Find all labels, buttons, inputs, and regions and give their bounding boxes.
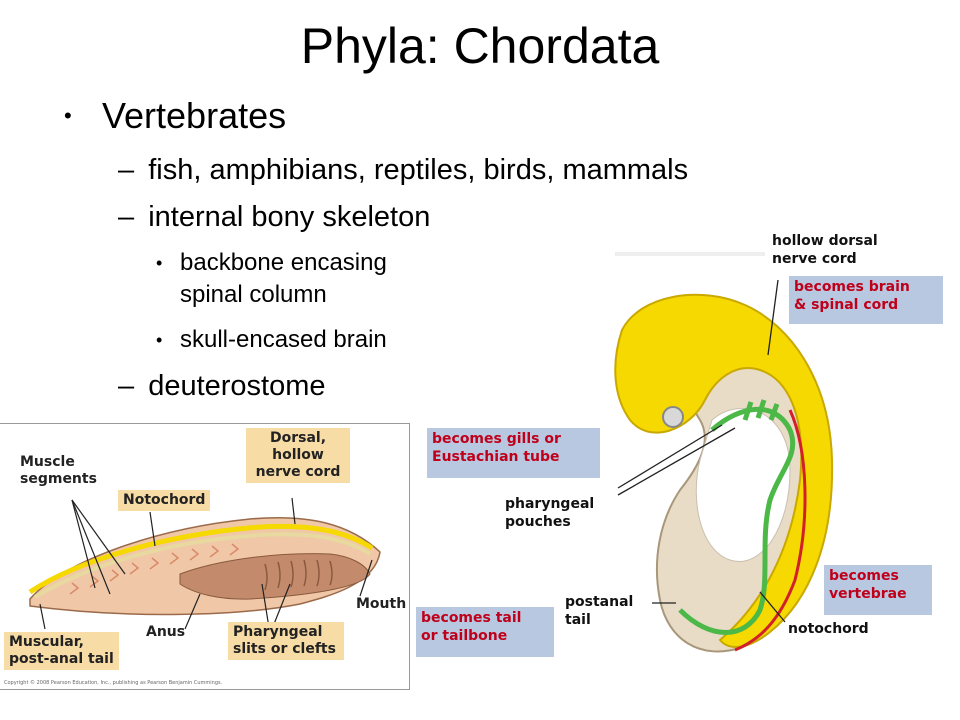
callout-line: becomes (829, 568, 899, 584)
label-hollow-dorsal-nerve-cord: hollow dorsal nerve cord (772, 232, 878, 268)
dash: – (118, 370, 135, 402)
sub-bullet-1-text: fish, amphibians, reptiles, birds, mamma… (148, 154, 689, 186)
dash: – (118, 154, 135, 186)
lancelet-illustration (28, 497, 381, 635)
label-line: pouches (505, 514, 571, 530)
label-pharyngeal-pouches: pharyngeal pouches (505, 495, 594, 531)
sub-bullet-2-text: internal bony skeleton (148, 201, 431, 233)
label-dorsal-nerve-cord: Dorsal, hollow nerve cord (246, 428, 350, 483)
callout-line: becomes gills or (432, 431, 561, 447)
label-line: pharyngeal (505, 496, 595, 512)
label-line: nerve cord (772, 251, 857, 267)
bullet-dot: • (156, 330, 163, 350)
callout-tail-tailbone: becomes tail or tailbone (416, 607, 554, 657)
label-line: Pharyngeal (233, 624, 323, 640)
label-line: postanal (565, 594, 634, 610)
label-line: Muscle (20, 454, 75, 470)
label-muscular-tail: Muscular, post-anal tail (4, 632, 119, 670)
label-line: hollow dorsal (772, 233, 878, 249)
sub-sub-bullet-2-text: skull-encased brain (180, 326, 387, 353)
label-postanal-tail: postanal tail (565, 593, 633, 629)
label-pharyngeal-slits: Pharyngeal slits or clefts (228, 622, 344, 660)
copyright-text: Copyright © 2008 Pearson Education, Inc.… (4, 680, 223, 686)
page-title: Phyla: Chordata (300, 18, 660, 74)
bullet-dot: • (64, 103, 72, 128)
sub-bullet-2: – internal bony skeleton (118, 199, 430, 235)
label-muscle-segments: Muscle segments (20, 454, 97, 488)
callout-brain-spinal-cord: becomes brain & spinal cord (789, 276, 943, 324)
label-anus: Anus (146, 624, 186, 640)
label-line: slits or clefts (233, 641, 336, 657)
bullet-dot: • (156, 253, 163, 273)
sub-sub-bullet-1-line1: backbone encasing (180, 249, 387, 276)
dash: – (118, 201, 135, 233)
callout-vertebrae: becomes vertebrae (824, 565, 932, 615)
callout-line: & spinal cord (794, 297, 899, 313)
label-line: nerve cord (255, 464, 341, 480)
sub-bullet-3-text: deuterostome (148, 370, 326, 402)
label-notochord: notochord (788, 621, 869, 637)
label-notochord-lancelet: Notochord (118, 490, 211, 511)
label-line: post-anal tail (9, 651, 114, 667)
sub-bullet-3: – deuterostome (118, 368, 326, 404)
label-line: Dorsal, (269, 430, 327, 446)
label-line: Muscular, (9, 634, 84, 650)
embryo-illustration (614, 252, 834, 653)
sub-bullet-1: – fish, amphibians, reptiles, birds, mam… (118, 152, 688, 188)
lancelet-figure: Muscle segments Dorsal, hollow nerve cor… (0, 423, 410, 690)
callout-line: Eustachian tube (432, 449, 560, 465)
sub-sub-bullet-1-line2: spinal column (180, 281, 327, 308)
callout-gills-eustachian: becomes gills or Eustachian tube (427, 428, 600, 478)
label-line: tail (565, 612, 591, 628)
bullet-vertebrates: Vertebrates (102, 95, 287, 136)
callout-line: or tailbone (421, 628, 508, 644)
label-line: segments (20, 471, 97, 487)
callout-line: vertebrae (829, 586, 907, 602)
label-mouth: Mouth (356, 596, 407, 612)
callout-line: becomes brain (794, 279, 910, 295)
label-line: hollow (272, 447, 324, 463)
callout-line: becomes tail (421, 610, 522, 626)
